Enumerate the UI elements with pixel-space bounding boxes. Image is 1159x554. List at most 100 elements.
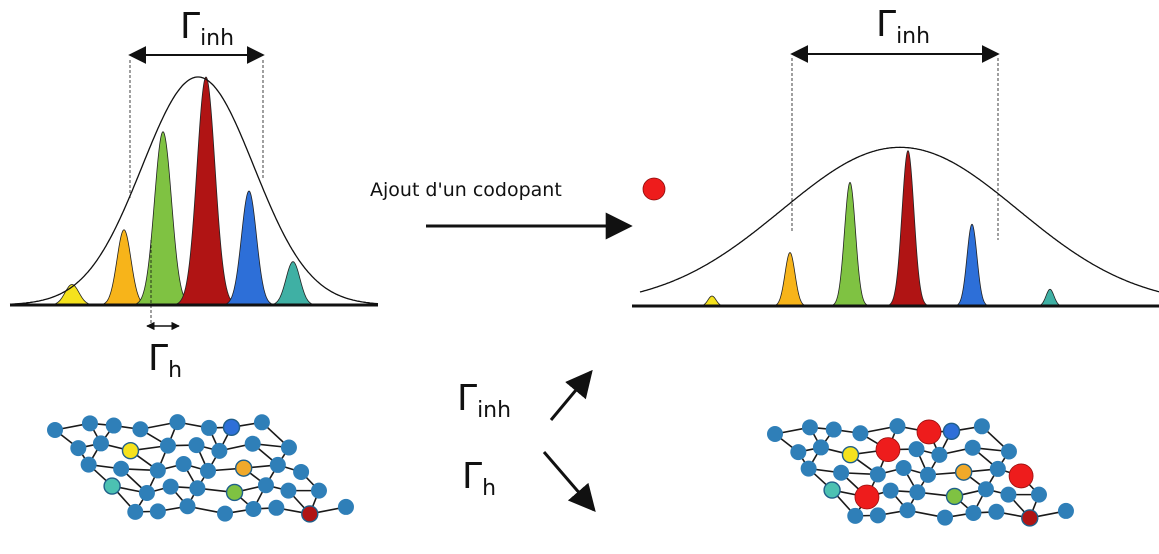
increase-arrow	[549, 369, 593, 421]
lattice-site	[1000, 486, 1017, 503]
lattice-site	[113, 460, 130, 477]
doped-site	[103, 477, 121, 495]
doped-site	[301, 505, 319, 523]
codopant-action: Ajout d'un codopant	[370, 177, 666, 240]
homogeneous-peak	[129, 131, 197, 306]
lattice-site	[159, 437, 176, 454]
lattice-site	[337, 498, 354, 515]
lattice-site	[280, 439, 297, 456]
lattice-site	[1030, 486, 1047, 503]
lattice-site	[882, 482, 899, 499]
homogeneous-peak	[1034, 288, 1066, 307]
action-text: Ajout d'un codopant	[370, 179, 562, 201]
lattice-site	[790, 444, 807, 461]
lattice-site	[127, 503, 144, 520]
gamma-inh-label-before: Γinh	[180, 6, 234, 51]
lattice-site	[80, 456, 97, 473]
lattice-sites	[47, 414, 354, 523]
lattice-site	[965, 504, 982, 521]
homogeneous-peak	[219, 190, 279, 306]
lattice-site	[211, 442, 228, 459]
lattice-site	[257, 477, 274, 494]
homogeneous-peak	[884, 150, 932, 307]
codopant-site	[875, 437, 901, 463]
lattice-site	[825, 421, 842, 438]
lattice-site	[280, 482, 297, 499]
lattice-after	[767, 418, 1074, 527]
lattice-site	[189, 480, 206, 497]
lattice-site	[973, 418, 990, 435]
inhomogeneous-envelope-before	[9, 76, 379, 305]
lattice-site	[138, 484, 155, 501]
doped-site	[954, 463, 973, 481]
spectrum-before-codopant: Γinh Γh	[9, 6, 379, 383]
lattice-site	[310, 482, 327, 499]
lattice-site	[268, 499, 285, 516]
lattice-site	[162, 478, 179, 495]
lattice-site	[200, 462, 217, 479]
codopant-site	[916, 419, 942, 445]
peaks-before	[44, 76, 321, 306]
doped-site	[225, 483, 244, 502]
doped-site	[1021, 509, 1039, 527]
doped-site	[841, 446, 860, 464]
lattice-sites	[767, 418, 1074, 527]
lattice-site	[869, 507, 886, 524]
lattice-site	[767, 426, 783, 442]
lattice-site	[149, 462, 166, 479]
homogeneous-peak	[770, 252, 810, 307]
lattice-site	[800, 460, 817, 477]
lattice-site	[47, 422, 63, 438]
doped-site	[945, 487, 964, 506]
lattice-site	[937, 509, 954, 526]
lattice-site	[253, 414, 270, 431]
decrease-arrow	[542, 451, 596, 513]
lattice-site	[1000, 443, 1017, 460]
lattice-before	[47, 414, 354, 523]
homogeneous-peak	[952, 223, 992, 307]
lattice-site	[149, 503, 166, 520]
lattice-site	[169, 414, 186, 431]
lattice-site	[852, 425, 869, 442]
doped-site	[222, 418, 241, 437]
lattice-site	[92, 435, 109, 452]
inhomogeneous-envelope-after	[639, 146, 1159, 293]
spectrum-after-codopant: Γinh	[632, 4, 1159, 308]
codopant-site	[854, 484, 880, 510]
gamma-inh-label-after: Γinh	[876, 4, 930, 49]
doped-site	[942, 422, 961, 441]
lattice-site	[244, 435, 261, 452]
peaks-after	[696, 150, 1066, 307]
gamma-h-trend-label: Γh	[462, 456, 496, 501]
lattice-site	[269, 456, 286, 473]
lattice-site	[188, 437, 205, 454]
lattice-site	[889, 418, 906, 435]
lattice-site	[81, 415, 98, 432]
lattice-site	[920, 466, 937, 483]
lattice-site	[132, 421, 149, 438]
lattice-site	[200, 419, 217, 436]
lattice-site	[105, 417, 122, 434]
lattice-site	[70, 440, 87, 457]
homogeneous-peak	[170, 76, 242, 306]
lattice-site	[217, 505, 234, 522]
doped-site	[823, 481, 841, 499]
lattice-site	[895, 460, 912, 477]
doped-site	[234, 459, 253, 477]
lattice-site	[977, 481, 994, 498]
lattice-site	[293, 463, 310, 480]
lattice-site	[908, 441, 925, 458]
lattice-site	[899, 502, 916, 519]
lattice-site	[931, 446, 948, 463]
homogeneous-peak	[827, 181, 873, 307]
codopant-dot-icon	[642, 177, 666, 201]
lattice-site	[812, 439, 829, 456]
codopant-site	[1008, 463, 1034, 489]
lattice-site	[909, 484, 926, 501]
lattice-site	[989, 460, 1006, 477]
lattice-site	[175, 456, 192, 473]
lattice-site	[833, 464, 850, 481]
lattice-site	[847, 507, 864, 524]
lattice-site	[179, 498, 196, 515]
